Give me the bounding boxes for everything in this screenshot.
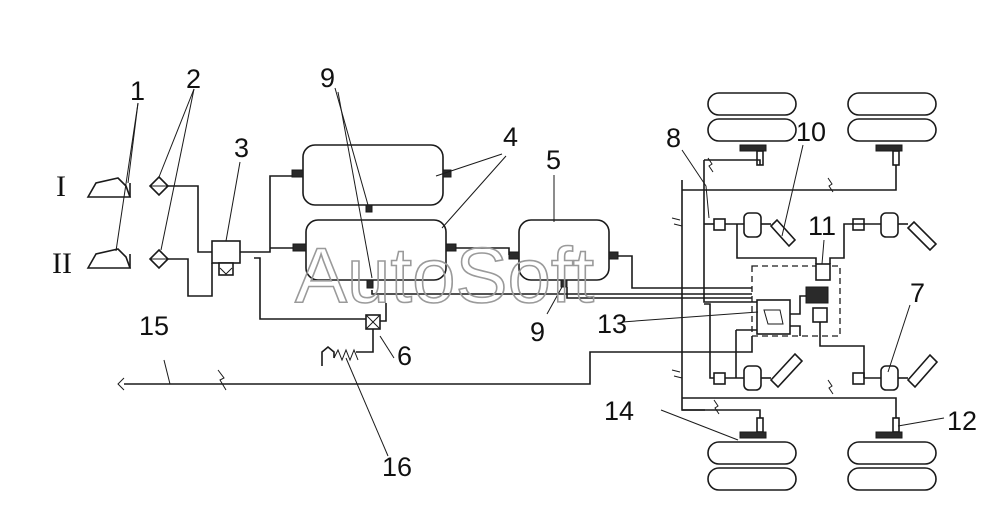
wheel-front-left bbox=[707, 92, 797, 166]
label-8: 8 bbox=[666, 123, 681, 153]
brake-pedal-lower bbox=[86, 248, 132, 269]
label-5: 5 bbox=[546, 145, 561, 175]
wheel-front-right bbox=[847, 92, 937, 166]
label-1: 1 bbox=[130, 76, 145, 106]
label-3: 3 bbox=[234, 133, 249, 163]
label-16: 16 bbox=[382, 452, 412, 482]
watermark-text: AutoSoft bbox=[295, 231, 595, 319]
label-2: 2 bbox=[186, 64, 201, 94]
brake-chamber-front-right bbox=[852, 212, 938, 252]
pressure-regulator bbox=[211, 240, 241, 276]
valve-block bbox=[751, 263, 841, 337]
label-15: 15 bbox=[139, 311, 169, 341]
electric-symbols bbox=[217, 157, 834, 415]
leader-lines bbox=[115, 87, 945, 457]
label-9-top: 9 bbox=[320, 63, 335, 93]
air-tank-middle bbox=[292, 219, 457, 289]
brake-chamber-front-left bbox=[713, 212, 797, 248]
parking-brake-lever bbox=[321, 345, 359, 366]
brake-chamber-rear-right bbox=[852, 353, 939, 391]
wheel-rear-right bbox=[847, 417, 937, 491]
label-7: 7 bbox=[910, 278, 925, 308]
label-4: 4 bbox=[503, 122, 518, 152]
label-14: 14 bbox=[604, 396, 634, 426]
label-12: 12 bbox=[947, 406, 977, 436]
parking-brake-valve bbox=[356, 314, 381, 353]
circuit-second-label: II bbox=[52, 247, 72, 280]
label-10: 10 bbox=[796, 117, 826, 147]
label-9-bottom: 9 bbox=[530, 317, 545, 347]
circuit-first-label: I bbox=[56, 170, 66, 203]
wheel-rear-left bbox=[707, 417, 797, 491]
filter-lower bbox=[148, 248, 170, 270]
brake-pedal-upper bbox=[86, 177, 132, 198]
brake-chamber-rear-left bbox=[713, 352, 804, 391]
label-13: 13 bbox=[597, 309, 627, 339]
filter-upper bbox=[148, 175, 170, 197]
relay-valve bbox=[756, 299, 791, 335]
pipelines bbox=[117, 159, 897, 418]
label-6: 6 bbox=[397, 341, 412, 371]
label-11: 11 bbox=[808, 211, 836, 241]
air-tank-top bbox=[291, 144, 452, 213]
air-tank-small bbox=[508, 219, 619, 288]
